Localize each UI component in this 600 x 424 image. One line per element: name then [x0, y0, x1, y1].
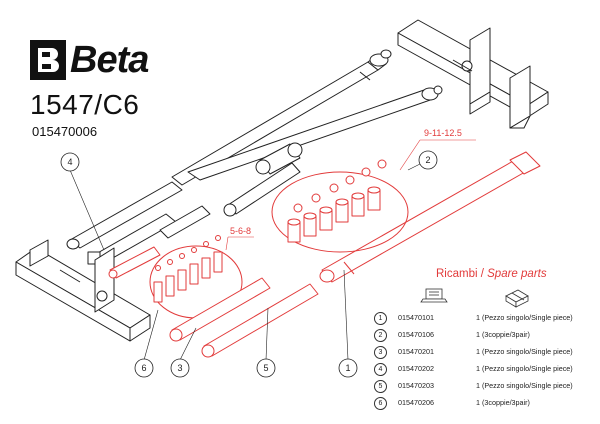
laptop-icon — [420, 288, 448, 303]
spare-part-number: 6 — [374, 397, 387, 410]
brand-logo: Beta — [30, 38, 149, 82]
size-label-part-6: 5-6-8 — [230, 226, 251, 236]
spare-part-number: 4 — [374, 363, 387, 376]
part-1-red-bar — [319, 151, 541, 283]
spare-part-number: 3 — [374, 346, 387, 359]
lower-t-frame — [15, 239, 151, 342]
beta-logo-icon — [30, 40, 66, 80]
center-socket — [255, 142, 303, 175]
spare-part-description: 1 (Pezzo singolo/Single piece) — [476, 313, 573, 322]
part-5-red-shaft — [201, 283, 319, 358]
size-label-part-2: 9-11-12.5 — [424, 128, 462, 138]
spare-part-code: 015470202 — [398, 364, 434, 373]
part-4-red-pin — [108, 246, 161, 279]
spare-part-row: 1 015470101 1 (Pezzo singolo/Single piec… — [374, 311, 600, 327]
spare-part-description: 1 (Pezzo singolo/Single piece) — [476, 347, 573, 356]
spare-part-row: 3 015470201 1 (Pezzo singolo/Single piec… — [374, 345, 600, 361]
spare-parts-title-en: Spare parts — [487, 268, 547, 280]
callout-6-circle — [134, 358, 154, 378]
spare-parts-title-it: Ricambi — [436, 268, 478, 280]
brand-logo-text: Beta — [70, 38, 149, 81]
spare-part-number: 1 — [374, 312, 387, 325]
spare-part-row: 6 015470206 1 (3coppie/3pair) — [374, 396, 600, 412]
spare-part-description: 1 (Pezzo singolo/Single piece) — [476, 381, 573, 390]
spare-part-number: 5 — [374, 380, 387, 393]
callout-3-circle — [170, 358, 190, 378]
spare-part-code: 015470106 — [398, 330, 434, 339]
upper-long-bar — [171, 49, 392, 186]
spare-part-code: 015470201 — [398, 347, 434, 356]
kit-code: 015470006 — [32, 124, 98, 139]
spare-part-code: 015470101 — [398, 313, 434, 322]
part-2-socket-set — [271, 159, 409, 253]
spare-parts-title: Ricambi / Spare parts — [436, 268, 547, 280]
spare-parts-title-sep: / — [477, 268, 488, 280]
spare-part-row: 2 015470106 1 (3coppie/3pair) — [374, 328, 600, 344]
parts-box-icon — [505, 289, 529, 308]
callout-6-label: 6 — [141, 363, 146, 373]
part-6-small-socket-set — [149, 235, 243, 319]
part-3-red-shaft — [169, 277, 271, 342]
callout-5-label: 5 — [263, 363, 268, 373]
callout-5-circle — [256, 358, 276, 378]
spare-part-description: 1 (3coppie/3pair) — [476, 330, 530, 339]
callout-4-circle — [60, 152, 80, 172]
third-bar — [223, 162, 301, 217]
spare-part-row: 5 015470203 1 (Pezzo singolo/Single piec… — [374, 379, 600, 395]
model-number: 1547/C6 — [30, 89, 140, 120]
callout-1-label: 1 — [345, 363, 350, 373]
spare-part-description: 1 (Pezzo singolo/Single piece) — [476, 364, 573, 373]
spare-part-description: 1 (3coppie/3pair) — [476, 398, 530, 407]
callout-4-label: 4 — [67, 157, 72, 167]
spare-part-row: 4 015470202 1 (Pezzo singolo/Single piec… — [374, 362, 600, 378]
left-bar-upper — [66, 181, 183, 250]
callout-2-label: 2 — [425, 155, 430, 165]
upper-t-frame — [397, 19, 549, 129]
spare-part-code: 015470206 — [398, 398, 434, 407]
left-bar-short — [159, 205, 211, 239]
callout-3-label: 3 — [177, 363, 182, 373]
spare-part-number: 2 — [374, 329, 387, 342]
callout-1-circle — [338, 358, 358, 378]
middle-long-bar — [187, 85, 443, 181]
spare-part-code: 015470203 — [398, 381, 434, 390]
callout-2-circle — [418, 150, 438, 170]
